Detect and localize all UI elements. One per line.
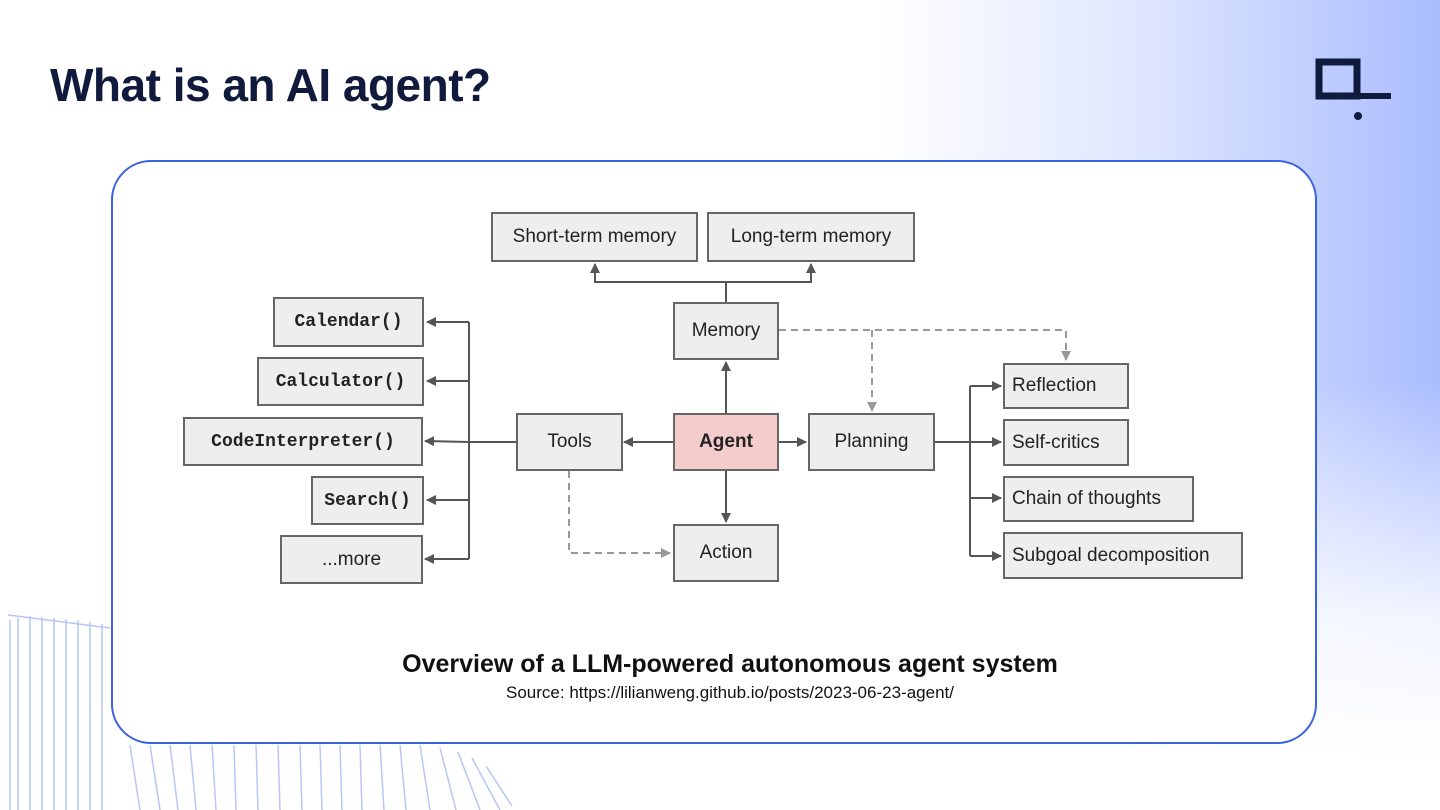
action-node: Action [673, 524, 779, 582]
calculator-tool-node: Calculator() [257, 357, 424, 406]
reflection-node: Reflection [1003, 363, 1129, 409]
diagram-caption-title: Overview of a LLM-powered autonomous age… [402, 650, 1058, 678]
more-tools-node: ...more [280, 535, 423, 584]
short-term-memory-node: Short-term memory [491, 212, 698, 262]
self-critics-node: Self-critics [1003, 419, 1129, 466]
calendar-tool-node: Calendar() [273, 297, 424, 347]
subgoal-decomposition-node: Subgoal decomposition [1003, 532, 1243, 579]
diagram-caption-source: Source: https://lilianweng.github.io/pos… [506, 683, 954, 702]
code-interpreter-tool-node: CodeInterpreter() [183, 417, 423, 466]
memory-node: Memory [673, 302, 779, 360]
planning-node: Planning [808, 413, 935, 471]
agent-node: Agent [673, 413, 779, 471]
brand-logo-icon [1315, 58, 1391, 120]
search-tool-node: Search() [311, 476, 424, 525]
long-term-memory-node: Long-term memory [707, 212, 915, 262]
slide-title: What is an AI agent? [50, 59, 491, 111]
chain-of-thoughts-node: Chain of thoughts [1003, 476, 1194, 522]
tools-node: Tools [516, 413, 623, 471]
